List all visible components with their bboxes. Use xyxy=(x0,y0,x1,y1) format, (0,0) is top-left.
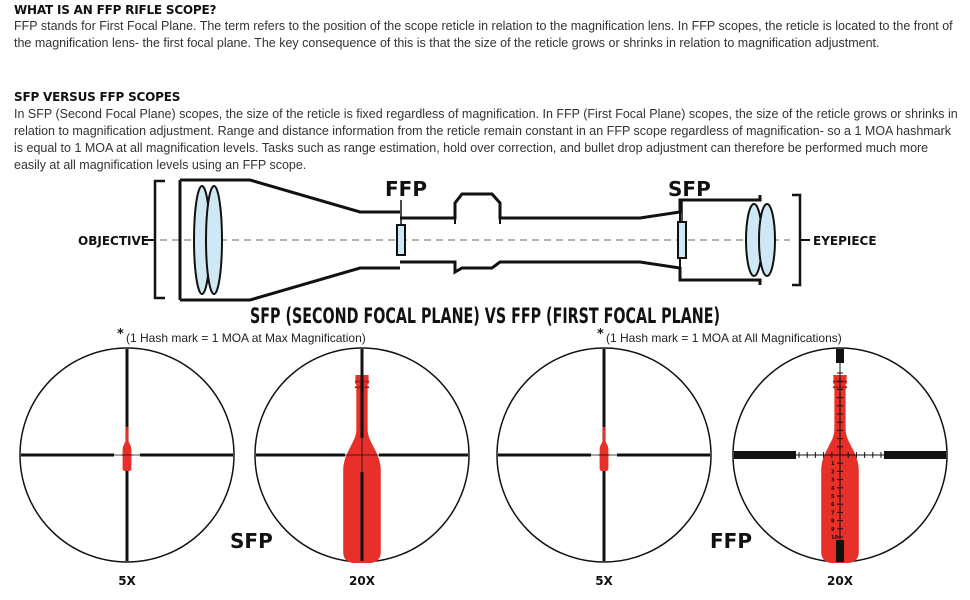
hash-number: 10 xyxy=(831,535,838,541)
main-tube xyxy=(400,192,762,285)
sfp-20x-label: 20X xyxy=(349,574,376,588)
ffp-note: (1 Hash mark = 1 MOA at All Magnificatio… xyxy=(606,331,842,345)
eyepiece-label: EYEPIECE xyxy=(813,234,877,248)
heading-what-is-ffp: WHAT IS AN FFP RIFLE SCOPE? xyxy=(14,3,217,17)
ffp-20x-view: 1 2 3 4 5 6 7 8 9 10 xyxy=(732,347,948,563)
sfp-position-label: SFP xyxy=(668,177,711,201)
hash-number: 6 xyxy=(831,502,835,508)
hash-number: 3 xyxy=(831,478,835,484)
comparison-title: SFP (SECOND FOCAL PLANE) VS FFP (FIRST F… xyxy=(250,304,720,328)
ffp-20x-hash-numbers: 1 2 3 4 5 6 7 8 9 10 xyxy=(831,461,838,541)
ffp-reticle-glass xyxy=(396,224,406,256)
paragraph-sfp-versus-ffp: In SFP (Second Focal Plane) scopes, the … xyxy=(14,107,958,172)
sfp-5x-label: 5X xyxy=(118,574,136,588)
sfp-group-label: SFP xyxy=(230,529,273,553)
sfp-20x-view xyxy=(254,347,470,563)
objective-bell xyxy=(178,178,400,302)
hash-number: 8 xyxy=(831,519,835,525)
sfp-reticle-glass xyxy=(677,221,687,259)
sfp-note-star: * xyxy=(117,327,124,342)
hash-number: 7 xyxy=(831,510,835,516)
eyepiece-bracket xyxy=(792,193,802,287)
hash-number: 5 xyxy=(831,494,835,500)
rifle-scope-side-view xyxy=(142,178,810,302)
objective-lens-2 xyxy=(205,185,223,295)
ffp-5x-view xyxy=(496,347,712,563)
ffp-20x-hash-marks xyxy=(798,372,882,538)
ffp-5x-label: 5X xyxy=(595,574,613,588)
hash-number: 1 xyxy=(831,461,835,467)
ffp-note-star: * xyxy=(597,327,604,342)
paragraph-what-is-ffp: FFP stands for First Focal Plane. The te… xyxy=(14,19,953,50)
sfp-5x-view xyxy=(19,347,235,563)
hash-number: 4 xyxy=(831,486,835,492)
eyepiece-lens-2 xyxy=(758,203,776,277)
ffp-group-label: FFP xyxy=(710,529,752,553)
sfp-note: (1 Hash mark = 1 MOA at Max Magnificatio… xyxy=(126,331,366,345)
ffp-position-label: FFP xyxy=(385,177,427,201)
ffp-20x-label: 20X xyxy=(827,574,854,588)
objective-label: OBJECTIVE xyxy=(78,234,149,248)
heading-sfp-versus-ffp: SFP VERSUS FFP SCOPES xyxy=(14,90,181,104)
hash-number: 2 xyxy=(831,469,835,475)
hash-number: 9 xyxy=(831,527,835,533)
